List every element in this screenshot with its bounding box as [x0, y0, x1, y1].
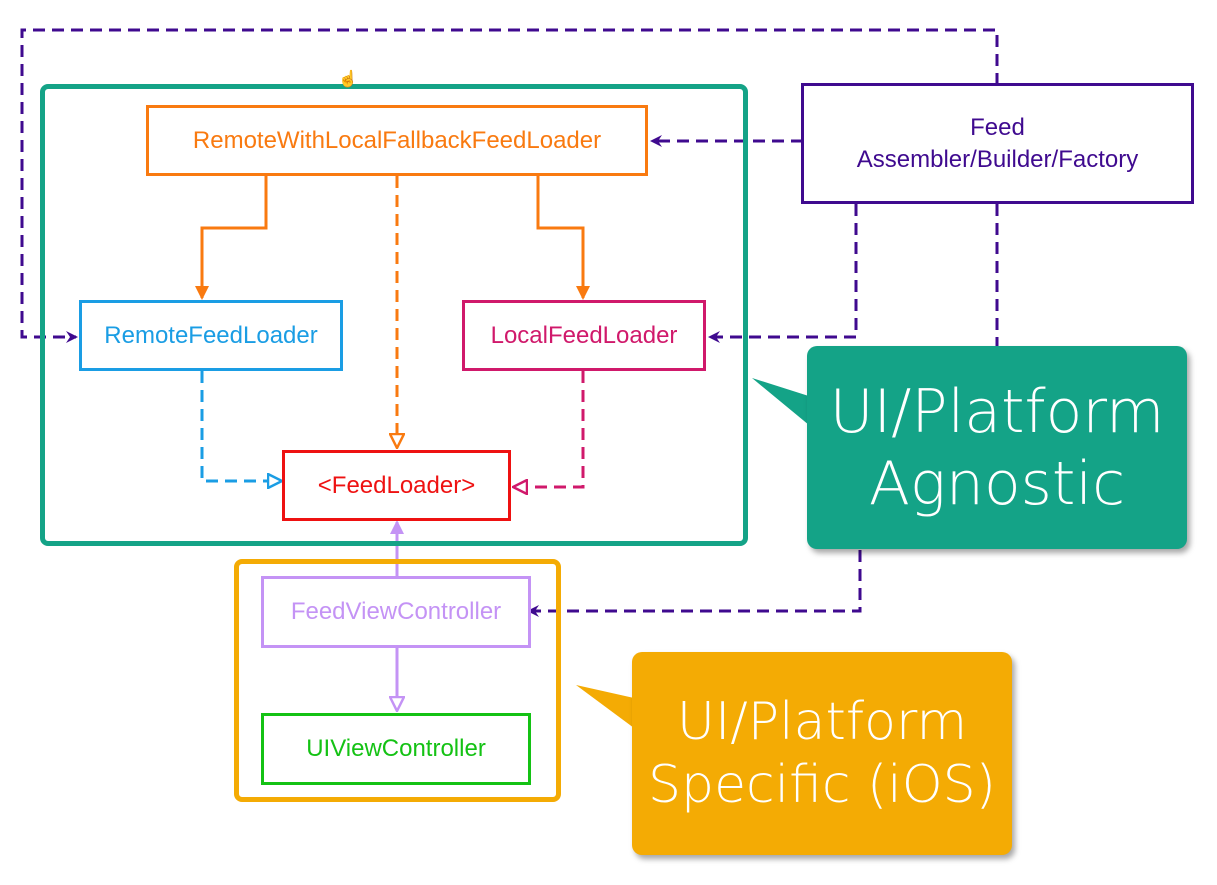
feed-builder-node: Feed Assembler/Builder/Factory: [801, 83, 1194, 204]
edge-builder-to-local: [708, 204, 858, 343]
platform-agnostic-callout: UI/Platform Agnostic: [807, 346, 1187, 549]
feed-builder-line2: Assembler/Builder/Factory: [856, 145, 1139, 173]
ui-view-controller-node: UIViewController: [261, 713, 531, 785]
remote-with-local-fallback-node: RemoteWithLocalFallbackFeedLoader: [146, 105, 648, 176]
agnostic-line1: UI/Platform: [829, 376, 1165, 447]
remote-feed-loader-label: RemoteFeedLoader: [104, 321, 318, 349]
remote-with-local-fallback-label: RemoteWithLocalFallbackFeedLoader: [192, 126, 602, 154]
agnostic-callout-pointer: [752, 378, 815, 430]
ui-view-controller-label: UIViewController: [306, 735, 486, 762]
specific-line1: UI/Platform: [676, 692, 968, 753]
feed-loader-protocol-label: <FeedLoader>: [317, 471, 476, 499]
platform-agnostic-group: [40, 84, 748, 546]
agnostic-line2: Agnostic: [868, 448, 1126, 519]
specific-line2: Specific (iOS): [648, 754, 996, 815]
specific-callout-pointer: [576, 685, 634, 728]
edge-composite-to-remote: [195, 176, 268, 300]
local-feed-loader-node: LocalFeedLoader: [462, 300, 706, 371]
feed-view-controller-node: FeedViewController: [261, 576, 531, 648]
mouse-pointer-icon: ☝: [338, 71, 358, 88]
edge-remote-conforms: [200, 371, 282, 481]
feed-loader-protocol-node: <FeedLoader>: [282, 450, 511, 521]
platform-specific-callout: UI/Platform Specific (iOS): [632, 652, 1012, 855]
edge-builder-to-feed-vc-lower: [527, 550, 862, 617]
edge-local-conforms: [513, 371, 585, 487]
feed-view-controller-label: FeedViewController: [290, 598, 502, 625]
local-feed-loader-label: LocalFeedLoader: [490, 321, 678, 349]
remote-feed-loader-node: RemoteFeedLoader: [79, 300, 343, 371]
platform-specific-group: [234, 559, 561, 802]
feed-builder-line1: Feed: [970, 113, 1025, 141]
edge-composite-to-local: [536, 176, 590, 300]
